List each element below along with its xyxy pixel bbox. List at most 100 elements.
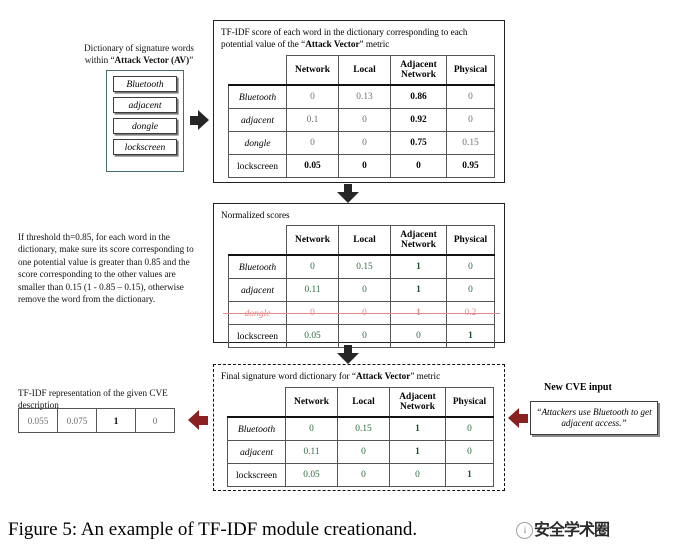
arrow-head xyxy=(337,353,359,364)
dictionary-word-dongle[interactable]: dongle xyxy=(113,118,177,134)
cell-bluetooth-3: 1 xyxy=(389,416,446,441)
table-final-col-adjacent-network: Adjacent Network xyxy=(389,387,446,418)
panel-normalized-title: Normalized scores xyxy=(221,210,290,220)
arrow-head xyxy=(337,192,359,203)
cell-lockscreen-3: 0 xyxy=(390,324,447,348)
strikethrough-line xyxy=(385,313,452,314)
cell-adjacent-1: 0.11 xyxy=(285,440,338,464)
cell-adjacent-1: 0.1 xyxy=(286,108,339,132)
strikethrough-line xyxy=(333,313,396,314)
panel-final-title-suffix: ” metric xyxy=(410,371,441,381)
table-tfidf-scores: Network Local Adjacent Network Physical … xyxy=(228,55,495,178)
cell-bluetooth-2: 0.13 xyxy=(338,84,391,109)
tfidf-vector-cell-4: 0 xyxy=(135,408,175,433)
table-normalized-col-physical: Physical xyxy=(446,225,495,256)
cell-adjacent-3: 0.92 xyxy=(390,108,447,132)
row-word-dongle: dongle xyxy=(223,301,292,325)
arrow-shaft xyxy=(190,116,199,125)
table-final-corner xyxy=(228,388,286,418)
arrow-shaft xyxy=(344,184,352,193)
cell-lockscreen-1: 0.05 xyxy=(285,463,338,487)
dictionary-word-bluetooth[interactable]: Bluetooth xyxy=(113,76,177,92)
row-word-lockscreen: lockscreen xyxy=(228,324,287,348)
tfidf-vector-cell-3: 1 xyxy=(96,408,136,433)
cell-lockscreen-3: 0 xyxy=(390,154,447,178)
cell-lockscreen-4: 1 xyxy=(446,324,495,348)
row-word-bluetooth: Bluetooth xyxy=(227,416,286,441)
panel-final-dictionary: Final signature word dictionary for “Att… xyxy=(213,364,505,491)
cell-bluetooth-4: 0 xyxy=(446,254,495,279)
arrow-shaft xyxy=(519,414,528,423)
tfidf-representation-title: TF-IDF representation of the given CVE d… xyxy=(18,387,193,411)
cell-bluetooth-3: 1 xyxy=(390,254,447,279)
panel-final-title-metric: Attack Vector xyxy=(355,371,411,381)
cell-bluetooth-3: 0.86 xyxy=(390,84,447,109)
cell-bluetooth-2: 0.15 xyxy=(337,416,390,441)
threshold-note: If threshold th=0.85, for each word in t… xyxy=(18,232,194,305)
dictionary-title-metric: Attack Vector (AV) xyxy=(114,55,190,66)
cell-dongle-3: 1 xyxy=(385,301,452,325)
table-tfidf-col-local: Local xyxy=(338,55,391,86)
cell-adjacent-4: 0 xyxy=(445,440,494,464)
cell-adjacent-4: 0 xyxy=(446,278,495,302)
cell-bluetooth-1: 0 xyxy=(286,84,339,109)
dictionary-title-line1: Dictionary of signature words xyxy=(84,43,194,53)
cell-bluetooth-1: 0 xyxy=(286,254,339,279)
dictionary-title-quote-open: within “ xyxy=(84,55,115,66)
cell-dongle-1: 0 xyxy=(281,301,344,325)
table-normalized-col-adjacent-network: Adjacent Network xyxy=(390,225,447,256)
cell-lockscreen-4: 0.95 xyxy=(446,154,495,178)
cell-lockscreen-3: 0 xyxy=(389,463,446,487)
table-normalized-col-local: Local xyxy=(338,225,391,256)
cell-lockscreen-2: 0 xyxy=(338,154,391,178)
cell-bluetooth-2: 0.15 xyxy=(338,254,391,279)
table-tfidf-col-adjacent-network: Adjacent Network xyxy=(390,55,447,86)
dictionary-box: Bluetooth adjacent dongle lockscreen xyxy=(106,70,184,172)
cell-adjacent-2: 0 xyxy=(337,440,390,464)
table-tfidf-corner xyxy=(229,56,287,86)
row-word-dongle: dongle xyxy=(228,131,287,155)
watermark-logo-icon: i xyxy=(516,522,533,539)
panel-final-title-prefix: Final signature word dictionary for “ xyxy=(221,371,356,381)
cell-lockscreen-2: 0 xyxy=(338,324,391,348)
dictionary-word-lockscreen[interactable]: lockscreen xyxy=(113,139,177,155)
cell-dongle-4: 0.2 xyxy=(441,301,500,325)
row-word-adjacent: adjacent xyxy=(227,440,286,464)
row-word-adjacent: adjacent xyxy=(228,108,287,132)
dictionary-word-adjacent[interactable]: adjacent xyxy=(113,97,177,113)
cve-input-title: New CVE input xyxy=(544,382,612,393)
row-word-bluetooth: Bluetooth xyxy=(228,254,287,279)
arrow-left-cve-to-final xyxy=(508,408,528,428)
arrow-shaft xyxy=(199,416,208,425)
panel-tfidf-title-suffix: ” metric xyxy=(359,39,390,49)
table-final-col-network: Network xyxy=(285,387,338,418)
cell-dongle-1: 0 xyxy=(286,131,339,155)
cve-input-box[interactable]: “Attackers use Bluetooth to get adjacent… xyxy=(530,401,658,435)
figure-caption-main: Figure 5: An example of TF-IDF module cr… xyxy=(8,519,385,540)
row-word-adjacent: adjacent xyxy=(228,278,287,302)
figure-caption-tail: and xyxy=(384,519,413,540)
arrow-down-tfidf-to-normalized xyxy=(337,184,359,204)
table-normalized-corner xyxy=(229,226,287,256)
strikethrough-line xyxy=(281,313,344,314)
cell-bluetooth-4: 0 xyxy=(445,416,494,441)
arrow-right-dictionary-to-tfidf xyxy=(190,110,210,130)
tfidf-vector-cell-2: 0.075 xyxy=(57,408,97,433)
arrow-left-final-to-representation xyxy=(188,410,208,430)
cell-dongle-3: 0.75 xyxy=(390,131,447,155)
dictionary-title: Dictionary of signature words within “At… xyxy=(74,42,204,66)
